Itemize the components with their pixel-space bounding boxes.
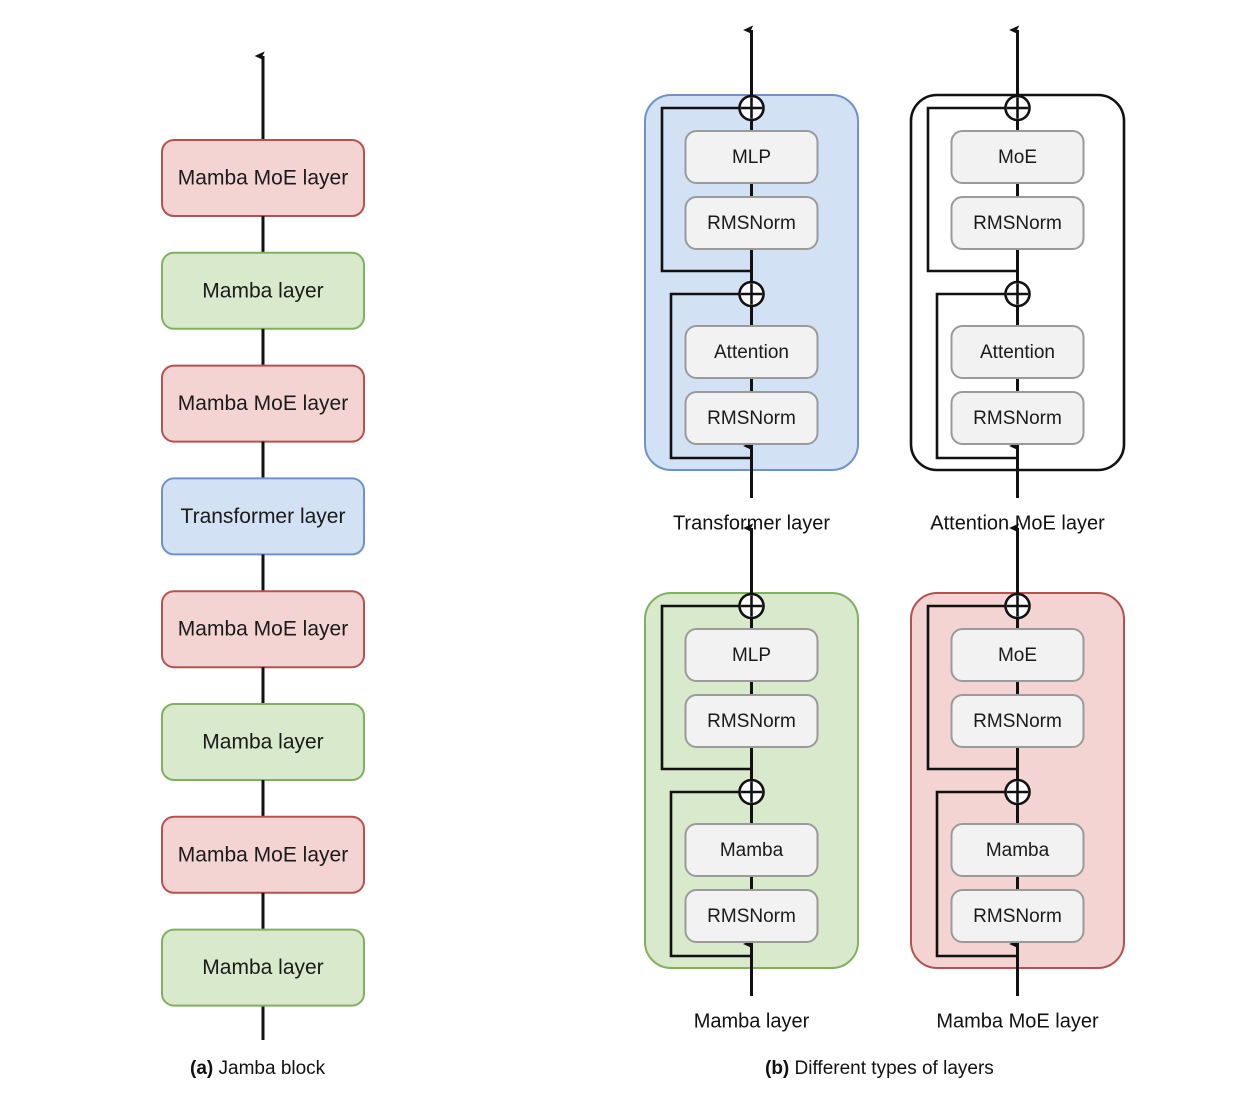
panel-container-mamba-moe[interactable] <box>910 592 1125 969</box>
plus-icon-upper-attention-moe <box>1004 94 1031 122</box>
panel-container-transformer[interactable] <box>644 94 859 471</box>
jamba-layer-box-0[interactable] <box>161 139 365 217</box>
inner-box-block-b-mamba[interactable] <box>684 694 819 748</box>
jamba-layer-label-6: Mamba MoE layer <box>178 843 348 866</box>
jamba-layer-box-7[interactable] <box>161 928 365 1007</box>
inner-label-block-a-mamba: MLP <box>732 645 771 666</box>
inner-label-block-c-mamba-moe: Mamba <box>986 840 1050 861</box>
plus-circle <box>1004 778 1031 806</box>
jamba-layer-label-0: Mamba MoE layer <box>178 167 348 190</box>
plus-circle <box>1004 280 1031 308</box>
inner-label-block-d-transformer: RMSNorm <box>707 408 796 429</box>
inner-box-block-b-attention-moe[interactable] <box>950 196 1085 250</box>
plus-icon-lower-mamba-moe <box>1004 778 1031 806</box>
inner-label-block-b-mamba: RMSNorm <box>707 711 796 732</box>
panel-container-attention-moe[interactable] <box>909 93 1126 472</box>
inner-box-block-d-attention-moe[interactable] <box>950 391 1085 445</box>
inner-box-block-c-mamba[interactable] <box>684 823 819 877</box>
panel-title-mamba-moe: Mamba MoE layer <box>936 1010 1099 1032</box>
residual-lower-attention-moe <box>935 292 1018 460</box>
inner-box-block-c-mamba-moe[interactable] <box>950 823 1085 877</box>
inner-box-block-d-mamba[interactable] <box>684 889 819 943</box>
jamba-layer-box-6[interactable] <box>161 815 365 894</box>
inner-label-block-c-attention-moe: Attention <box>980 342 1055 363</box>
plus-circle <box>738 778 765 806</box>
plus-circle <box>1004 592 1031 620</box>
inner-box-block-c-transformer[interactable] <box>684 325 819 379</box>
plus-icon-upper-mamba <box>738 592 765 620</box>
jamba-layer-box-4[interactable] <box>161 590 365 669</box>
inner-label-block-a-attention-moe: MoE <box>998 147 1037 168</box>
panel-title-mamba: Mamba layer <box>694 1010 810 1032</box>
residual-lower-mamba <box>669 790 752 958</box>
panel-title-transformer: Transformer layer <box>673 512 830 534</box>
plus-icon-upper-transformer <box>738 94 765 122</box>
inner-box-block-a-mamba[interactable] <box>684 628 819 682</box>
jamba-layer-box-5[interactable] <box>161 703 365 781</box>
inner-box-block-b-transformer[interactable] <box>684 196 819 250</box>
inner-label-block-b-transformer: RMSNorm <box>707 213 796 234</box>
inner-box-block-a-attention-moe[interactable] <box>950 130 1085 184</box>
jamba-layer-box-3[interactable] <box>161 477 365 556</box>
jamba-layer-label-4: Mamba MoE layer <box>178 618 348 641</box>
panel-title-attention-moe: Attention MoE layer <box>930 512 1105 534</box>
panel-container-mamba[interactable] <box>644 592 859 969</box>
plus-icon-lower-mamba <box>738 778 765 806</box>
residual-lower-transformer <box>669 292 752 460</box>
plus-icon-lower-attention-moe <box>1004 280 1031 308</box>
jamba-layer-label-5: Mamba layer <box>202 731 323 754</box>
plus-circle <box>738 592 765 620</box>
jamba-layer-box-2[interactable] <box>161 364 365 443</box>
inner-label-block-d-mamba: RMSNorm <box>707 906 796 927</box>
caption-b-text: Different types of layers <box>789 1058 994 1079</box>
inner-box-block-a-mamba-moe[interactable] <box>950 628 1085 682</box>
residual-upper-mamba-moe <box>926 604 1018 771</box>
plus-circle <box>1004 94 1031 122</box>
caption-a-text: Jamba block <box>213 1058 326 1079</box>
inner-box-block-b-mamba-moe[interactable] <box>950 694 1085 748</box>
jamba-layer-label-1: Mamba layer <box>202 279 323 302</box>
caption-b: (b) Different types of layers <box>765 1058 994 1080</box>
residual-upper-mamba <box>660 604 752 771</box>
jamba-layer-label-7: Mamba layer <box>202 956 323 979</box>
plus-circle <box>738 280 765 308</box>
caption-b-tag: (b) <box>765 1058 790 1079</box>
inner-box-block-d-transformer[interactable] <box>684 391 819 445</box>
residual-upper-transformer <box>660 106 752 273</box>
plus-icon-upper-mamba-moe <box>1004 592 1031 620</box>
inner-label-block-a-mamba-moe: MoE <box>998 645 1037 666</box>
caption-a-tag: (a) <box>190 1058 214 1079</box>
inner-box-block-c-attention-moe[interactable] <box>950 325 1085 379</box>
inner-label-block-d-mamba-moe: RMSNorm <box>973 906 1062 927</box>
inner-label-block-a-transformer: MLP <box>732 147 771 168</box>
inner-label-block-b-attention-moe: RMSNorm <box>973 213 1062 234</box>
caption-a: (a) Jamba block <box>190 1058 325 1080</box>
inner-label-block-c-transformer: Attention <box>714 342 789 363</box>
jamba-layer-label-2: Mamba MoE layer <box>178 392 348 415</box>
inner-label-block-d-attention-moe: RMSNorm <box>973 408 1062 429</box>
inner-label-block-c-mamba: Mamba <box>720 840 784 861</box>
residual-lower-mamba-moe <box>935 790 1018 958</box>
jamba-layer-box-1[interactable] <box>161 251 365 330</box>
jamba-layer-label-3: Transformer layer <box>181 505 346 528</box>
inner-label-block-b-mamba-moe: RMSNorm <box>973 711 1062 732</box>
plus-icon-lower-transformer <box>738 280 765 308</box>
inner-box-block-d-mamba-moe[interactable] <box>950 889 1085 943</box>
plus-circle <box>738 94 765 122</box>
residual-upper-attention-moe <box>926 106 1018 273</box>
inner-box-block-a-transformer[interactable] <box>684 130 819 184</box>
